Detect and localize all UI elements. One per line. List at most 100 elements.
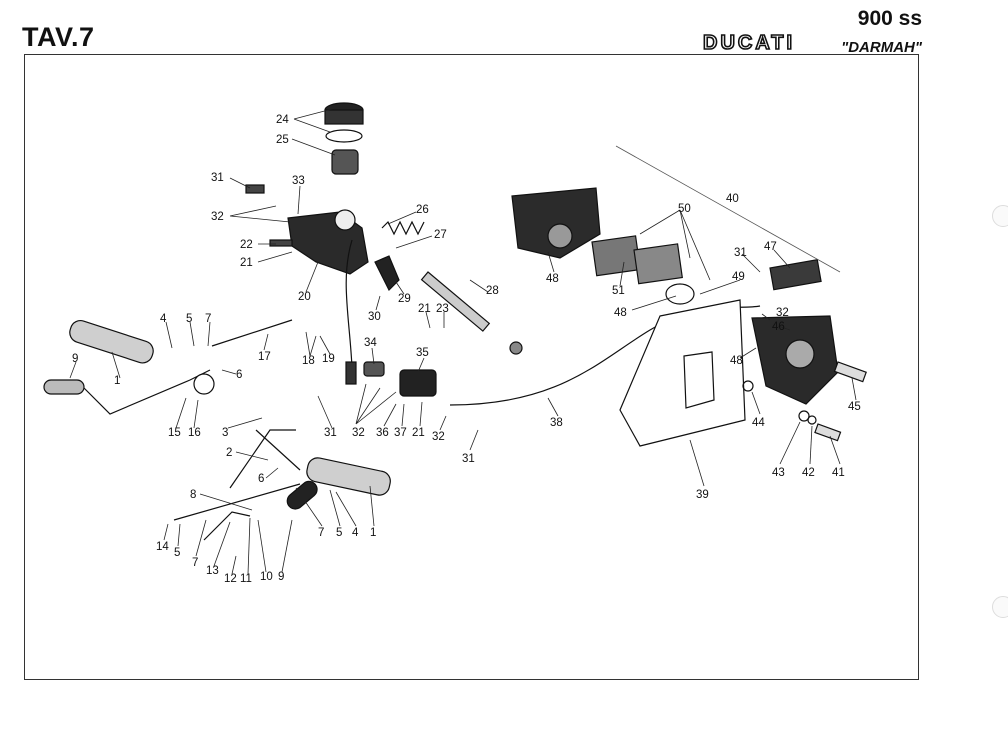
callout-27: 27: [434, 229, 447, 241]
callout-14: 14: [156, 541, 169, 553]
callout-34: 34: [364, 337, 377, 349]
callout-46: 46: [772, 321, 785, 333]
callout-labels: 24 25 31 33 32 26 27 22 21 20 29 21 23 2…: [72, 114, 861, 585]
washer-42: [807, 415, 817, 425]
callout-12: 12: [224, 573, 237, 585]
caliper-bolt-41: [814, 423, 842, 442]
callout-16: 16: [188, 427, 201, 439]
callout-33: 33: [292, 175, 305, 187]
reservoir-cap-body: [324, 109, 364, 125]
callout-42: 42: [802, 467, 815, 479]
model-number: 900 ss: [857, 7, 922, 30]
assembly-reference-line: [615, 145, 841, 273]
pedal-rubber-9-lower: [286, 480, 318, 510]
caliper-seal: [665, 283, 695, 305]
callout-51: 51: [612, 285, 625, 297]
reservoir-body: [331, 149, 359, 175]
brake-pedal-arm: [229, 429, 296, 489]
callout-39: 39: [696, 489, 709, 501]
upper-brake-hose: [345, 239, 353, 369]
callout-13: 13: [206, 565, 219, 577]
callout-32-d: 32: [776, 307, 789, 319]
leader-lines: [69, 107, 857, 575]
callout-5: 5: [186, 313, 192, 325]
callout-32-b: 32: [352, 427, 365, 439]
callout-21-b: 21: [418, 303, 431, 315]
callout-8: 8: [190, 489, 196, 501]
callout-9-b: 9: [278, 571, 284, 583]
outer-caliper-piston: [785, 339, 815, 369]
callout-1-b: 1: [370, 527, 376, 539]
callout-5-b: 5: [336, 527, 342, 539]
hose-end-fitting: [345, 361, 357, 385]
hose-junction-block: [399, 369, 437, 397]
callout-36: 36: [376, 427, 389, 439]
callout-20: 20: [298, 291, 311, 303]
lower-lever: [203, 511, 251, 541]
pedal-rubber-9: [43, 379, 85, 395]
callout-25: 25: [276, 134, 289, 146]
model-header: 900 ss DUCATI "DARMAH": [702, 7, 922, 57]
callout-41: 41: [832, 467, 845, 479]
callout-48-c: 48: [730, 355, 743, 367]
callout-19: 19: [322, 353, 335, 365]
push-rod: [420, 271, 491, 332]
sheet-title: TAV.7: [22, 22, 95, 52]
pedal-pivot: [193, 373, 215, 395]
caliper-piston: [547, 223, 573, 249]
caliper-bolt-45: [833, 361, 867, 383]
callout-44: 44: [752, 417, 765, 429]
callout-22: 22: [240, 239, 253, 251]
parts-artwork: [43, 102, 867, 541]
callout-7: 7: [205, 313, 211, 325]
master-cylinder-port: [334, 209, 356, 231]
callout-6-b: 6: [258, 473, 264, 485]
callout-9: 9: [72, 353, 78, 365]
callout-15: 15: [168, 427, 181, 439]
washer-44: [742, 380, 754, 392]
washer-43: [798, 410, 810, 422]
brake-pad-1: [591, 235, 641, 277]
linkage-rod: [211, 319, 293, 347]
brand-logo-text: DUCATI: [703, 32, 795, 52]
reservoir-gasket: [325, 129, 363, 143]
callout-31-b: 31: [324, 427, 337, 439]
callout-50: 50: [678, 203, 691, 215]
callout-4: 4: [160, 313, 167, 325]
callout-6: 6: [236, 369, 242, 381]
brake-pad-2: [633, 243, 683, 285]
callout-48-b: 48: [614, 307, 627, 319]
callout-31-d: 31: [734, 247, 747, 259]
mounting-bolt: [269, 239, 293, 247]
caliper-bracket: [619, 299, 746, 447]
callout-48: 48: [546, 273, 559, 285]
callout-28: 28: [486, 285, 499, 297]
callout-30: 30: [368, 311, 381, 323]
callout-5-c: 5: [174, 547, 180, 559]
callout-7-c: 7: [192, 557, 198, 569]
callout-17: 17: [258, 351, 271, 363]
brake-switch: [363, 361, 385, 377]
punch-hole-bottom: [992, 596, 1008, 618]
punch-hole-top: [992, 205, 1008, 227]
callout-26: 26: [416, 204, 429, 216]
callout-40: 40: [726, 193, 739, 205]
callout-3: 3: [222, 427, 228, 439]
callout-35: 35: [416, 347, 429, 359]
master-cylinder: [287, 211, 369, 275]
rear-brake-caliper: [511, 187, 601, 259]
callout-7-b: 7: [318, 527, 324, 539]
callout-32: 32: [211, 211, 224, 223]
callout-49: 49: [732, 271, 745, 283]
lower-linkage-rod: [173, 483, 301, 521]
callout-21-c: 21: [412, 427, 425, 439]
callout-29: 29: [398, 293, 411, 305]
bracket-cutout: [683, 351, 715, 409]
callout-10: 10: [260, 571, 273, 583]
callout-23: 23: [436, 303, 449, 315]
ducati-logo: DUCATI: [702, 31, 837, 55]
pad-spring: [769, 258, 822, 291]
footpeg-rubber-lower: [306, 457, 391, 496]
brake-pedal-link: [255, 429, 301, 471]
